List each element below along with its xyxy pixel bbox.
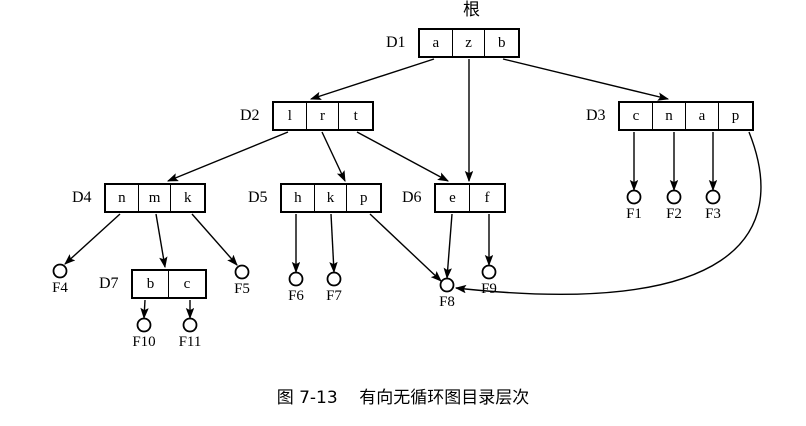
dir-entry-d6-f[interactable]: f xyxy=(470,185,504,211)
file-label-f6: F6 xyxy=(288,288,304,304)
edge-d5-k-to-f7 xyxy=(329,213,338,274)
file-label-f3: F3 xyxy=(705,206,721,222)
file-node-f7[interactable] xyxy=(326,271,342,287)
edge-d4-m-to-d7 xyxy=(155,213,168,269)
dir-entry-d2-t[interactable]: t xyxy=(339,103,373,129)
dir-entry-d7-c[interactable]: c xyxy=(169,271,205,297)
directory-label-d5: D5 xyxy=(248,189,268,206)
file-label-f9: F9 xyxy=(481,281,497,297)
edge-d7-b-to-f10 xyxy=(140,299,149,320)
dir-entry-d4-m[interactable]: m xyxy=(138,185,172,211)
dir-entry-d7-b[interactable]: b xyxy=(133,271,170,297)
dir-entry-d4-k[interactable]: k xyxy=(171,185,205,211)
dir-entry-d1-z[interactable]: z xyxy=(452,30,486,56)
file-label-f11: F11 xyxy=(178,334,202,350)
directory-label-d1: D1 xyxy=(386,34,406,51)
figure-caption: 图 7-13 有向无循环图目录层次 xyxy=(276,388,530,408)
edge-layer xyxy=(64,58,762,320)
dir-entry-d5-k[interactable]: k xyxy=(314,185,348,211)
dir-entry-d2-r[interactable]: r xyxy=(306,103,340,129)
file-label-f2: F2 xyxy=(666,206,682,222)
file-node-f8[interactable] xyxy=(439,277,455,293)
dir-entry-d1-a[interactable]: a xyxy=(420,30,453,56)
edge-d4-k-to-f5 xyxy=(191,213,238,266)
file-node-f5[interactable] xyxy=(234,264,250,280)
directory-label-d7: D7 xyxy=(99,275,119,292)
edge-d4-n-to-f4 xyxy=(64,213,121,265)
file-node-f1[interactable] xyxy=(626,189,642,205)
dir-entry-d2-l[interactable]: l xyxy=(274,103,307,129)
directory-label-d6: D6 xyxy=(402,189,422,206)
file-node-f9[interactable] xyxy=(481,264,497,280)
directory-label-d2: D2 xyxy=(240,107,260,124)
file-node-f4[interactable] xyxy=(52,263,68,279)
dir-entry-d5-p[interactable]: p xyxy=(347,185,381,211)
edge-d2-r-to-d5 xyxy=(321,131,346,183)
file-label-f8: F8 xyxy=(439,294,455,310)
file-label-f4: F4 xyxy=(52,280,68,296)
dir-entry-d4-n[interactable]: n xyxy=(106,185,139,211)
dir-entry-d3-p[interactable]: p xyxy=(719,103,752,129)
file-label-f10: F10 xyxy=(132,334,156,350)
dir-entry-d5-h[interactable]: h xyxy=(282,185,315,211)
file-node-f6[interactable] xyxy=(288,271,304,287)
edge-d3-p-to-f8 xyxy=(454,131,762,295)
file-node-f11[interactable] xyxy=(182,317,198,333)
edge-d2-t-to-d6 xyxy=(356,131,449,182)
file-label-f5: F5 xyxy=(234,281,250,297)
edge-d1-a-to-d2 xyxy=(309,58,435,100)
file-node-f3[interactable] xyxy=(705,189,721,205)
edge-d2-l-to-d4 xyxy=(166,131,289,182)
dir-entry-d3-a[interactable]: a xyxy=(686,103,719,129)
file-node-f10[interactable] xyxy=(136,317,152,333)
root-label: 根 xyxy=(463,0,480,20)
dir-entry-d1-b[interactable]: b xyxy=(485,30,519,56)
file-node-layer xyxy=(52,189,721,333)
edge-d6-e-to-f8 xyxy=(443,213,453,280)
edge-d1-b-to-d3 xyxy=(502,58,670,101)
dir-entry-d3-n[interactable]: n xyxy=(653,103,686,129)
dir-entry-d3-c[interactable]: c xyxy=(620,103,653,129)
edge-d5-p-to-f8 xyxy=(369,213,442,282)
file-node-f2[interactable] xyxy=(666,189,682,205)
directory-label-d4: D4 xyxy=(72,189,92,206)
file-label-f7: F7 xyxy=(326,288,342,304)
directory-label-d3: D3 xyxy=(586,107,606,124)
dir-entry-d6-e[interactable]: e xyxy=(436,185,471,211)
file-label-f1: F1 xyxy=(626,206,642,222)
